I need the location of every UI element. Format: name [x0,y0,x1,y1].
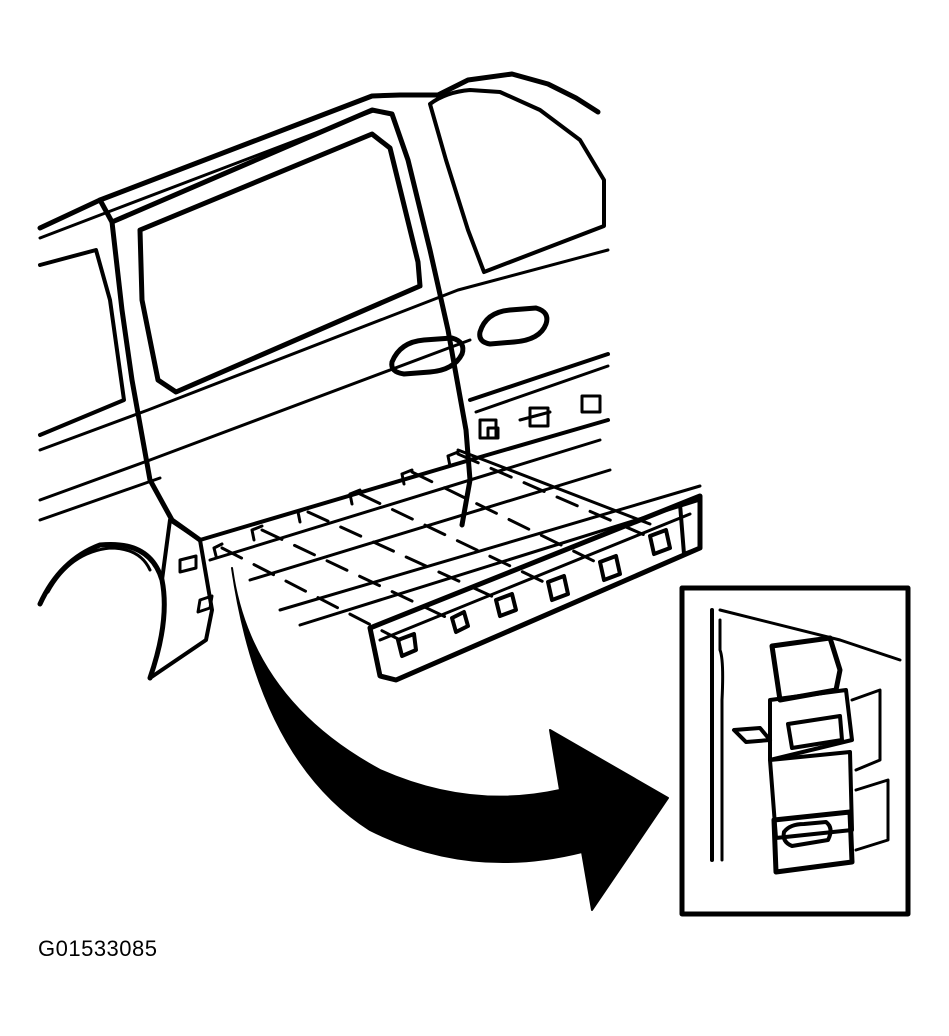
door-clips [478,394,602,440]
front-door-window [428,88,606,274]
body-line-1 [38,338,472,502]
body-clip [400,468,414,486]
alignment-line [306,510,502,602]
inset-frame [679,585,911,917]
body-clip [250,524,264,542]
molding-clip [598,554,622,582]
curved-arrow-icon [231,567,669,911]
sliding-door-window [137,131,423,395]
alignment-line [410,470,606,568]
alignment-line [220,546,402,642]
rocker-line-4 [278,484,702,612]
inset-clip-base-inner [781,820,833,848]
door-molding [367,493,703,683]
belt-line [38,248,610,452]
inset-clip-arm [732,726,772,744]
molding-inner-edge [378,512,692,642]
body-line-4 [474,364,610,414]
molding-clip [494,592,518,618]
rocker-line-2 [208,438,602,562]
body-clip [212,542,224,558]
inset-detail-view [679,585,911,917]
quarter-clip [178,554,198,574]
body-clip-positions [212,450,460,558]
alignment-line [260,528,454,622]
inset-body-edge-2 [718,618,725,862]
body-clip [296,506,310,524]
rear-pillar [97,197,203,543]
body-clip [446,450,460,468]
body-line-2 [38,476,162,522]
sliding-door-outline [109,107,473,528]
roof-line [37,71,601,231]
quarter-clip-2 [196,594,214,614]
alignment-line-solid [456,448,652,526]
front-door-handle [477,305,550,347]
sliding-door-handle [389,335,466,377]
vehicle-body [37,71,702,681]
inset-clip-slot [786,714,844,750]
figure-id-label: G01533085 [38,936,158,961]
molding-end-cap [678,494,702,556]
rear-side-window [38,248,126,437]
molding-clips [396,528,672,658]
inset-side-line-2 [854,778,890,852]
wheel-arch-inner [46,546,152,594]
inset-top-line [718,608,902,662]
molding-clip [396,632,418,658]
alignment-line [358,492,554,588]
alignment-lines [220,452,658,642]
inset-side-line [850,688,882,772]
body-clip [348,488,362,506]
molding-clip [450,610,470,634]
body-line-3 [468,352,610,402]
rocker-line-3 [248,468,612,582]
inset-clip-base [771,809,855,875]
inset-clip-window [769,635,843,703]
molding-clip [648,528,672,556]
molding-clip [546,574,570,602]
quarter-panel-edge [148,518,214,680]
